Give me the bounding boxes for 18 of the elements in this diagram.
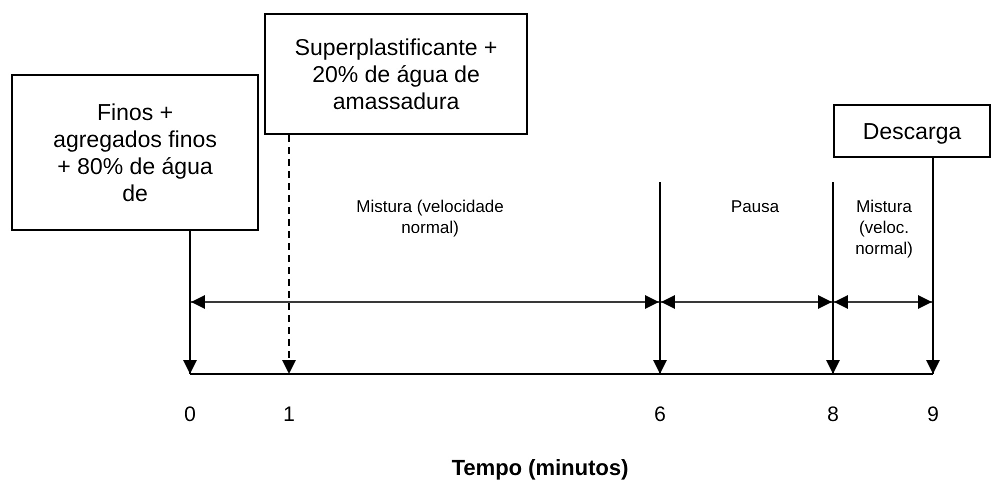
text-box — [11, 74, 259, 231]
tick-label: 0 — [183, 402, 197, 427]
text-box — [264, 13, 528, 135]
tick-label: 1 — [282, 402, 296, 427]
box-text: Descarga — [862, 118, 962, 144]
tick-label: 9 — [926, 402, 940, 427]
text-box — [833, 104, 991, 158]
arrow — [183, 231, 197, 374]
arrow — [282, 135, 296, 374]
arrow — [926, 158, 940, 374]
phase-label: Mistura (veloc. normal) — [854, 196, 914, 259]
box-text: Superplastificante + 20% de água de amassadura — [294, 34, 498, 114]
phase-label: Pausa — [730, 196, 780, 217]
tick-label: 8 — [826, 402, 840, 427]
axis-title: Tempo (minutos) — [450, 455, 630, 481]
box-text: Finos + agregados finos + 80% de água de — [52, 98, 218, 206]
phase-label: Mistura (velocidade normal) — [355, 196, 505, 238]
tick-label: 6 — [653, 402, 667, 427]
